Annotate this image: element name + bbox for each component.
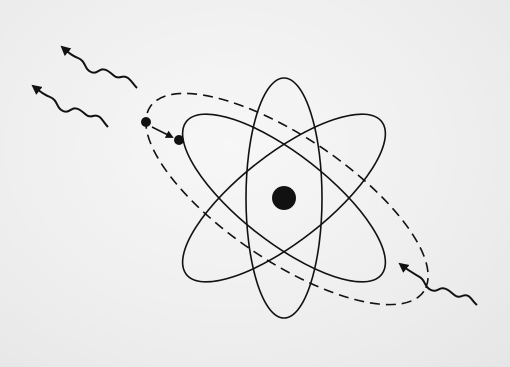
electron-outer — [141, 117, 151, 127]
photon-emitted-lower — [33, 86, 108, 127]
nucleus — [272, 186, 296, 210]
electron-inner — [174, 135, 184, 145]
photon-incoming — [400, 264, 477, 305]
photon-emitted-upper — [62, 47, 137, 88]
electron-transition-arrow — [152, 127, 172, 137]
